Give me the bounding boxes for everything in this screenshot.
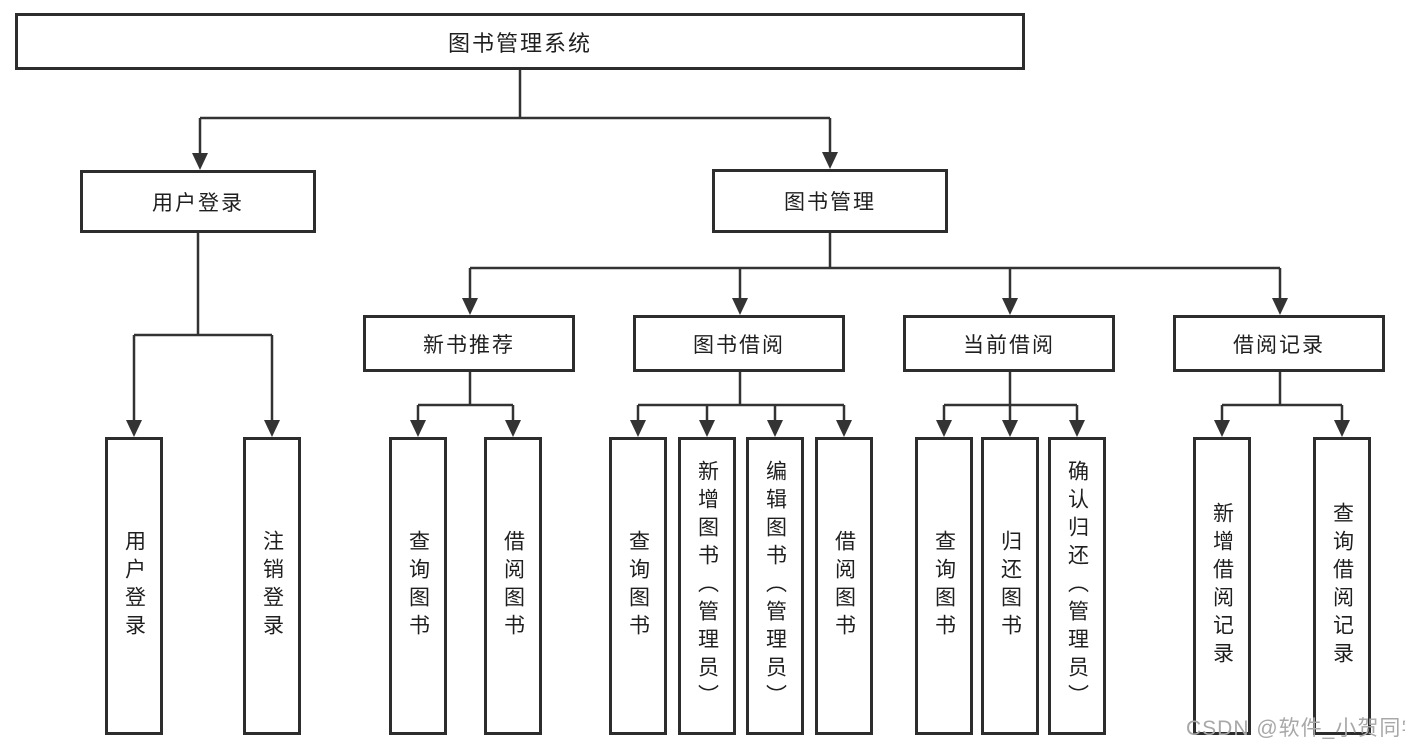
node-library-system-label: 图书管理系统 xyxy=(447,30,592,56)
leaf-current-return-books: 归还图书 xyxy=(981,437,1039,735)
leaf-recommend-query-books: 查询图书 xyxy=(389,437,447,735)
leaf-records-add-borrow-record: 新增借阅记录 xyxy=(1193,437,1251,735)
leaf-recommend-borrow-books: 借阅图书 xyxy=(484,437,542,735)
node-book-borrow-label: 图书借阅 xyxy=(693,333,785,357)
leaf-logout-action: 注销登录 xyxy=(243,437,301,735)
node-new-book-recommend-label: 新书推荐 xyxy=(423,333,515,357)
leaf-user-login-action-label: 用户登录 xyxy=(122,530,146,642)
leaf-records-query-borrow-record-label: 查询借阅记录 xyxy=(1330,502,1354,670)
node-user-login-label: 用户登录 xyxy=(152,191,244,215)
leaf-borrow-add-books-admin-label: 新增图书（管理员） xyxy=(695,460,719,712)
leaf-borrow-edit-books-admin: 编辑图书（管理员） xyxy=(746,437,804,735)
node-borrow-records: 借阅记录 xyxy=(1173,315,1385,372)
csdn-watermark: CSDN @软件_小贺同学 xyxy=(1186,717,1405,740)
leaf-borrow-borrow-books-label: 借阅图书 xyxy=(832,530,856,642)
node-book-borrow: 图书借阅 xyxy=(633,315,845,372)
leaf-current-return-books-label: 归还图书 xyxy=(998,530,1022,642)
leaf-borrow-edit-books-admin-label: 编辑图书（管理员） xyxy=(763,460,787,712)
leaf-borrow-borrow-books: 借阅图书 xyxy=(815,437,873,735)
node-book-management: 图书管理 xyxy=(712,169,948,233)
leaf-borrow-add-books-admin: 新增图书（管理员） xyxy=(678,437,736,735)
leaf-user-login-action: 用户登录 xyxy=(105,437,163,735)
leaf-logout-action-label: 注销登录 xyxy=(260,530,284,642)
leaf-borrow-query-books: 查询图书 xyxy=(609,437,667,735)
node-current-borrow: 当前借阅 xyxy=(903,315,1115,372)
leaf-borrow-query-books-label: 查询图书 xyxy=(626,530,650,642)
leaf-current-query-books: 查询图书 xyxy=(915,437,973,735)
node-current-borrow-label: 当前借阅 xyxy=(963,333,1055,357)
node-borrow-records-label: 借阅记录 xyxy=(1233,333,1325,357)
node-library-system: 图书管理系统 xyxy=(15,13,1025,70)
leaf-current-query-books-label: 查询图书 xyxy=(932,530,956,642)
leaf-recommend-borrow-books-label: 借阅图书 xyxy=(501,530,525,642)
node-user-login: 用户登录 xyxy=(80,170,316,233)
leaf-records-query-borrow-record: 查询借阅记录 xyxy=(1313,437,1371,735)
leaf-current-confirm-return-admin: 确认归还（管理员） xyxy=(1048,437,1106,735)
leaf-current-confirm-return-admin-label: 确认归还（管理员） xyxy=(1065,460,1089,712)
node-new-book-recommend: 新书推荐 xyxy=(363,315,575,372)
leaf-recommend-query-books-label: 查询图书 xyxy=(406,530,430,642)
node-book-management-label: 图书管理 xyxy=(784,191,876,214)
leaf-records-add-borrow-record-label: 新增借阅记录 xyxy=(1210,502,1234,670)
